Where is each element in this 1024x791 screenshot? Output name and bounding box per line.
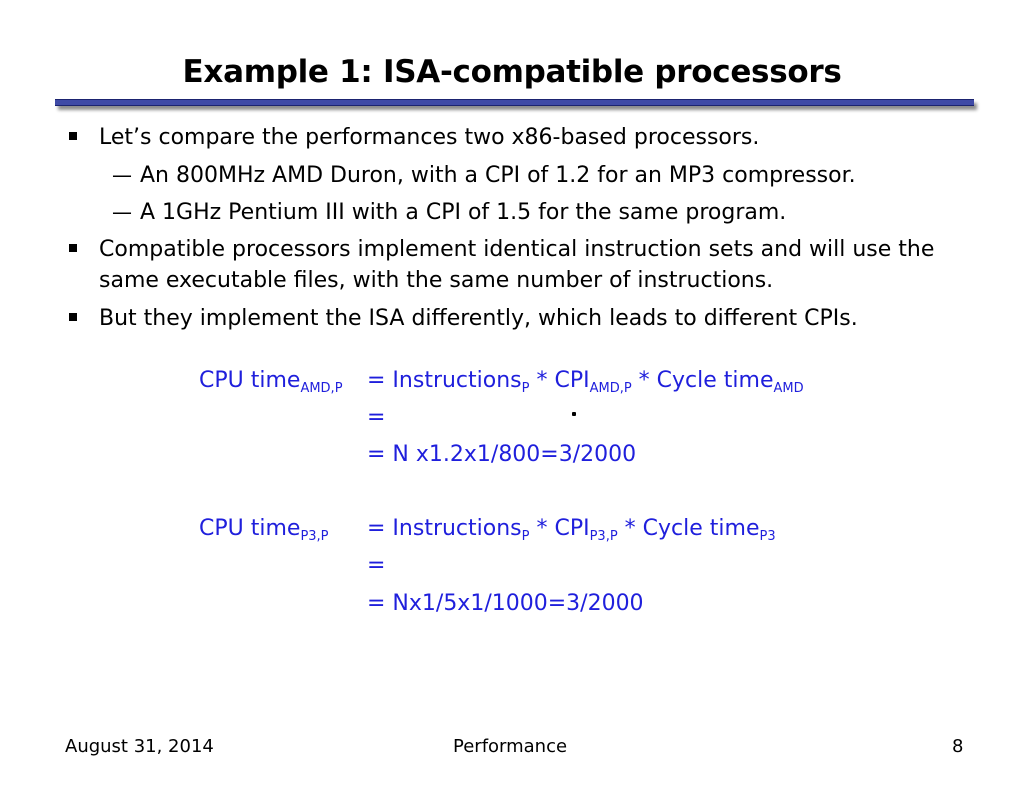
square-bullet-icon xyxy=(69,313,77,321)
term-cpi: * CPI xyxy=(529,368,590,393)
bullet-text: But they implement the ISA differently, … xyxy=(99,306,858,331)
equation-lhs-amd: CPU timeAMD,P xyxy=(199,366,343,396)
equation-row-amd-3: = N x1.2x1/800=3/2000 xyxy=(367,442,637,467)
term-subscript: P3 xyxy=(759,529,776,544)
term-cpi: * CPI xyxy=(529,516,590,541)
lhs-text: CPU time xyxy=(199,516,301,541)
lhs-subscript: AMD,P xyxy=(300,381,343,396)
bullet-item: Let’s compare the performances two x86-b… xyxy=(69,122,959,153)
bullet-item: But they implement the ISA differently, … xyxy=(69,303,959,334)
term-instructions: = Instructions xyxy=(367,516,522,541)
lhs-text: CPU time xyxy=(199,368,301,393)
equation-row-p3-3: = Nx1/5x1/1000=3/2000 xyxy=(367,591,644,616)
square-bullet-icon xyxy=(69,132,77,140)
equation-lhs-p3: CPU timeP3,P xyxy=(199,514,329,544)
dot-mark xyxy=(572,412,576,416)
bullet-text: Compatible processors implement identica… xyxy=(99,237,935,293)
footer-page-number: 8 xyxy=(952,736,964,757)
sub-bullet-text: A 1GHz Pentium III with a CPI of 1.5 for… xyxy=(140,200,787,225)
equation-row-p3-2: = xyxy=(367,553,386,578)
term-instructions: = Instructions xyxy=(367,368,522,393)
term-subscript: P3,P xyxy=(589,529,618,544)
dash-bullet-icon: — xyxy=(112,200,132,224)
footer-topic: Performance xyxy=(453,736,568,757)
term-cycle-time: * Cycle time xyxy=(631,368,774,393)
sub-bullet-item: — An 800MHz AMD Duron, with a CPI of 1.2… xyxy=(112,160,960,191)
sub-bullet-text: An 800MHz AMD Duron, with a CPI of 1.2 f… xyxy=(140,163,856,188)
term-subscript: AMD,P xyxy=(589,381,632,396)
equation-row-p3-1: = InstructionsP * CPIP3,P * Cycle timeP3 xyxy=(367,514,776,544)
sub-bullet-item: — A 1GHz Pentium III with a CPI of 1.5 f… xyxy=(112,197,960,228)
equation-row-amd-1: = InstructionsP * CPIAMD,P * Cycle timeA… xyxy=(367,366,804,396)
square-bullet-icon xyxy=(69,244,77,252)
bullet-item: Compatible processors implement identica… xyxy=(69,234,959,296)
lhs-subscript: P3,P xyxy=(300,529,329,544)
term-cycle-time: * Cycle time xyxy=(617,516,760,541)
equation-row-amd-2: = xyxy=(367,405,386,430)
bullet-text: Let’s compare the performances two x86-b… xyxy=(99,125,760,150)
term-subscript: P xyxy=(521,529,530,544)
slide-title: Example 1: ISA-compatible processors xyxy=(182,54,842,90)
term-subscript: P xyxy=(521,381,530,396)
title-divider xyxy=(55,99,974,106)
term-subscript: AMD xyxy=(773,381,804,396)
footer-date: August 31, 2014 xyxy=(65,736,214,757)
dash-bullet-icon: — xyxy=(112,163,132,187)
